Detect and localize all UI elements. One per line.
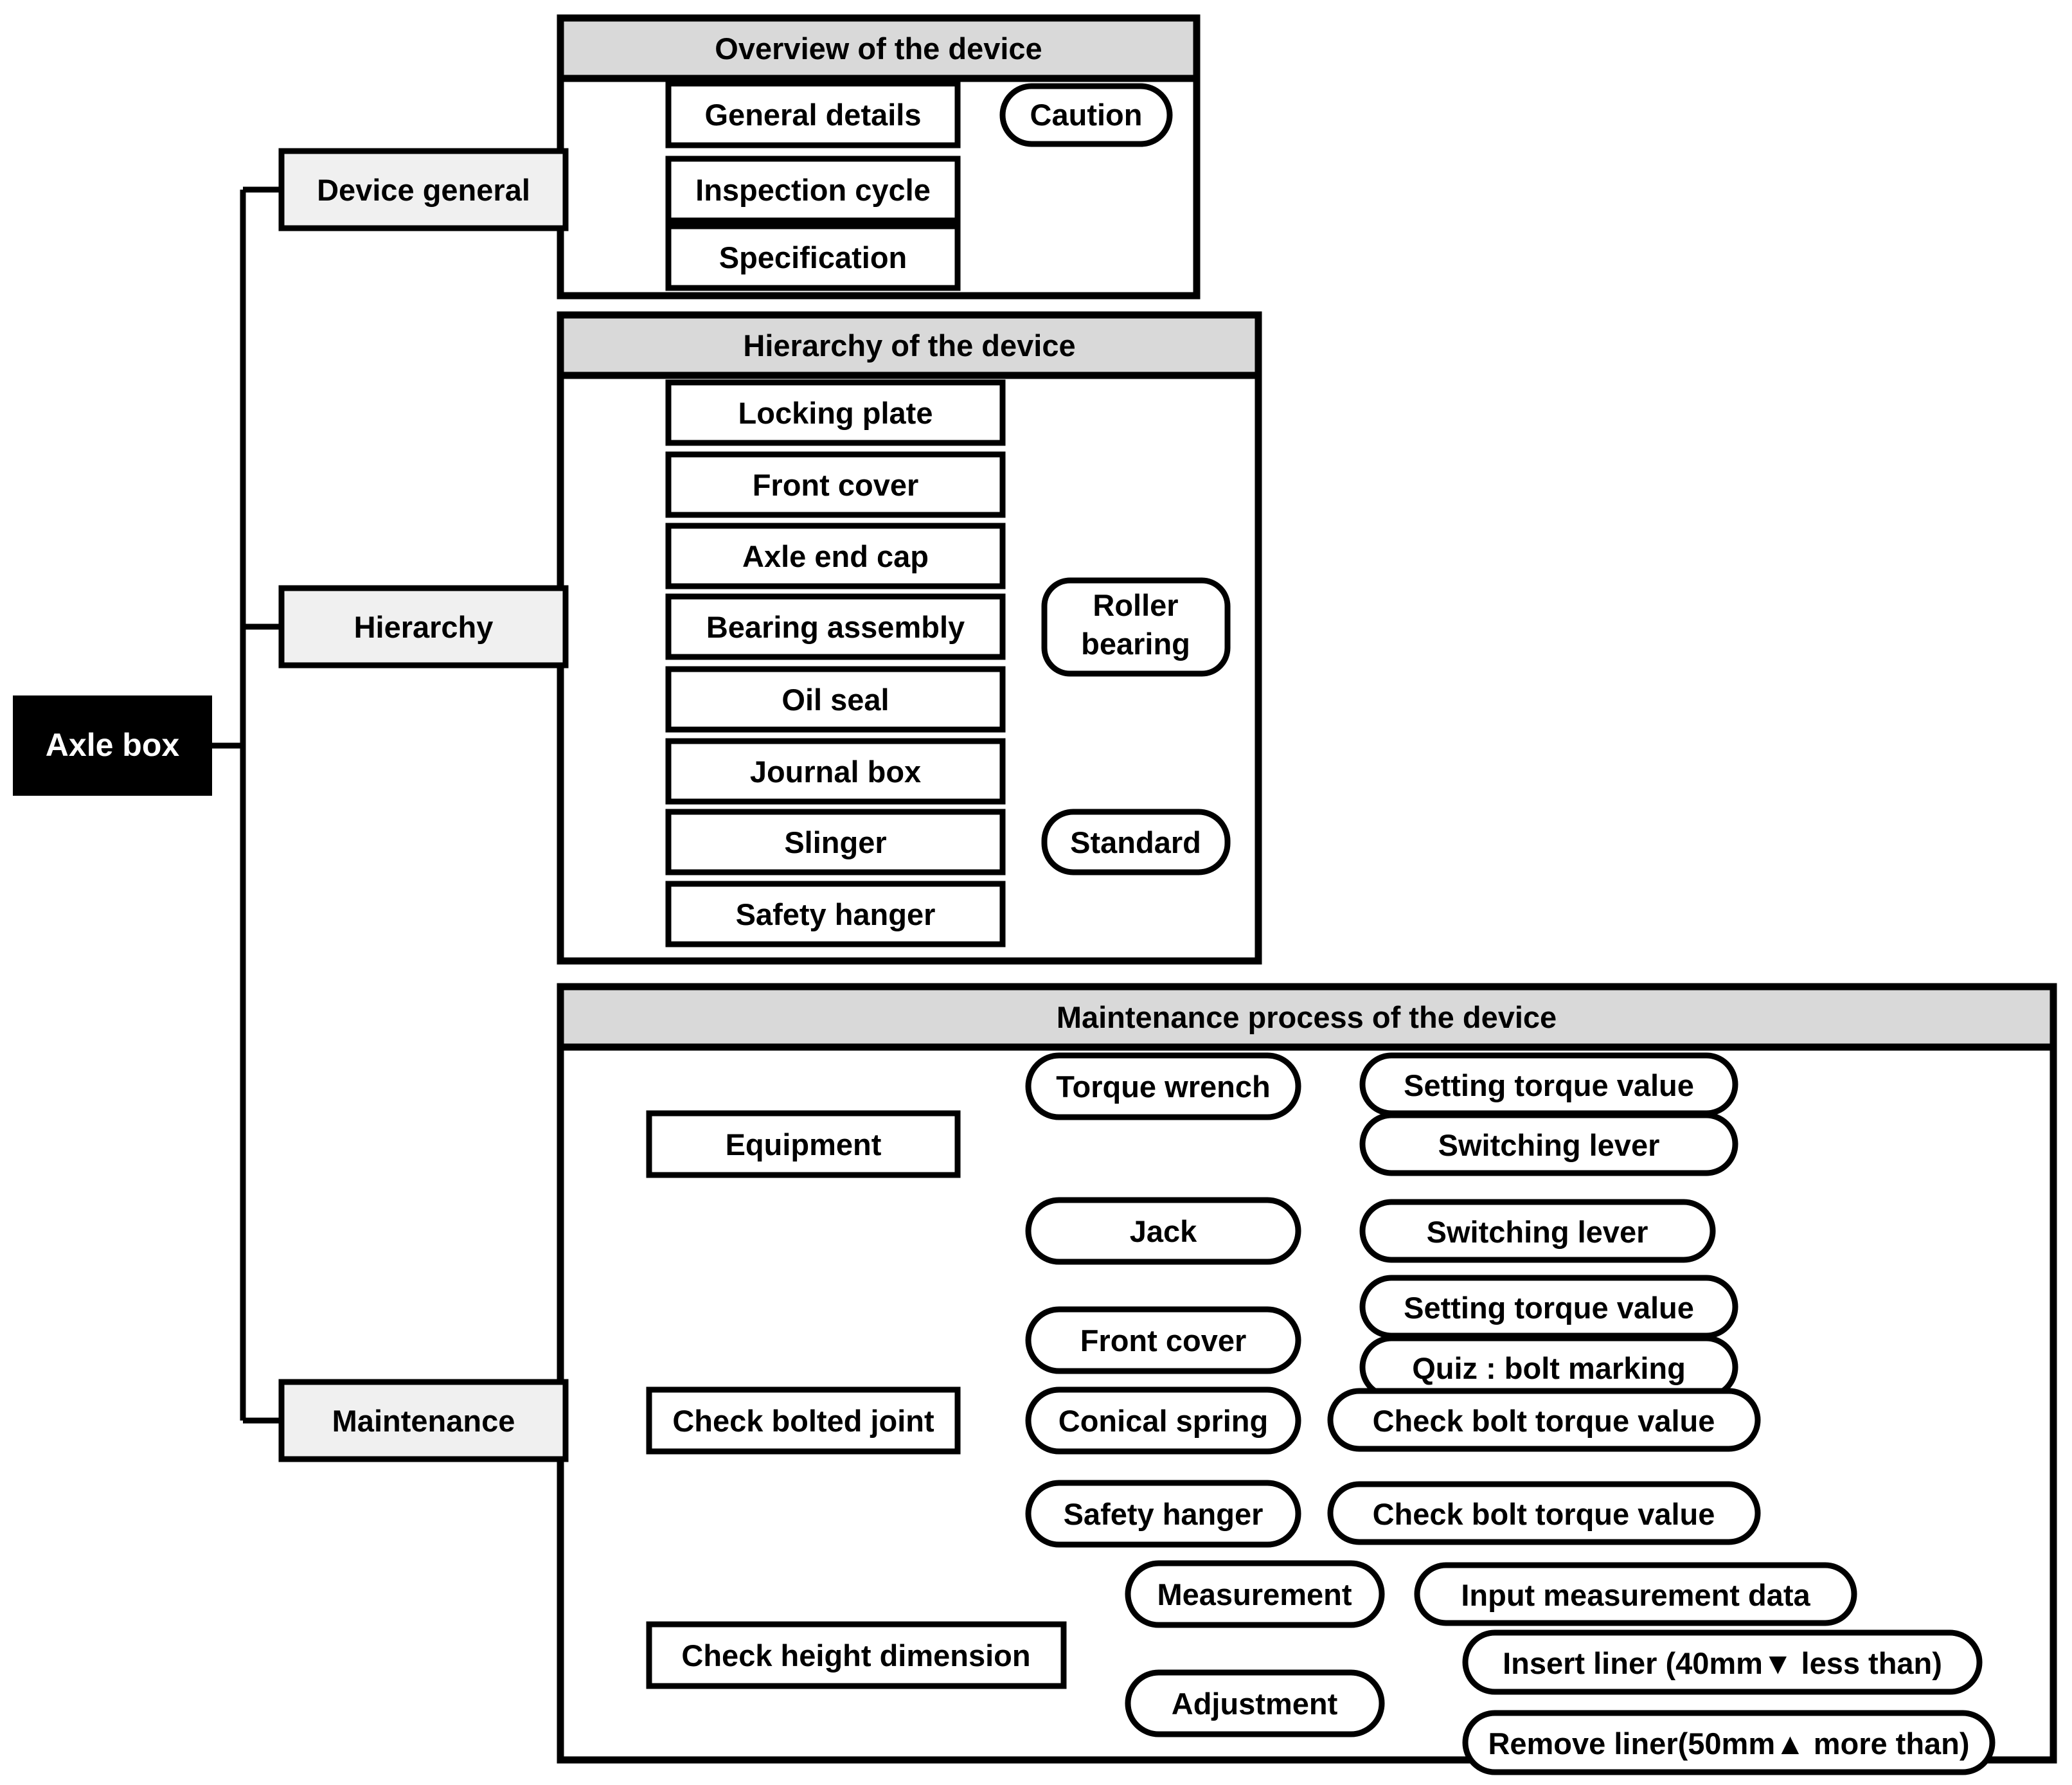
node-label-caution: Caution [1030, 98, 1143, 132]
node-maintenance[interactable]: Maintenance [278, 1379, 569, 1462]
node-equipment[interactable]: Equipment [646, 1110, 961, 1178]
panel-header-maintenance: Maintenance process of the device [1057, 1000, 1557, 1034]
node-label-safety-hanger-hierarchy: Safety hanger [736, 897, 936, 931]
node-label-check-bolt-torque-value-conical: Check bolt torque value [1373, 1404, 1715, 1438]
node-slinger[interactable]: Slinger [665, 809, 1006, 875]
node-label-insert-liner: Insert liner (40mm▼ less than) [1503, 1646, 1942, 1680]
node-front-cover-hierarchy[interactable]: Front cover [665, 451, 1006, 518]
node-label-standard: Standard [1070, 825, 1201, 859]
node-check-bolt-torque-value-conical[interactable]: Check bolt torque value [1327, 1388, 1761, 1452]
node-label-bearing-assembly: Bearing assembly [706, 610, 965, 644]
node-label-front-cover-hierarchy: Front cover [753, 468, 919, 502]
node-label-input-measurement-data: Input measurement data [1461, 1578, 1810, 1612]
node-specification[interactable]: Specification [665, 223, 961, 291]
node-front-cover-maintenance[interactable]: Front cover [1025, 1306, 1301, 1374]
node-label-roller-bearing-line2: bearing [1081, 627, 1190, 661]
node-switching-lever-jack[interactable]: Switching lever [1359, 1199, 1716, 1263]
node-label-slinger: Slinger [784, 825, 886, 859]
node-label-axle-end-cap: Axle end cap [742, 539, 929, 573]
node-label-safety-hanger-maintenance: Safety hanger [1064, 1497, 1264, 1531]
node-label-switching-lever-wrench: Switching lever [1438, 1128, 1660, 1162]
node-conical-spring[interactable]: Conical spring [1025, 1386, 1301, 1455]
node-standard[interactable]: Standard [1041, 809, 1231, 875]
node-remove-liner[interactable]: Remove liner(50mm▲ more than) [1462, 1710, 1996, 1775]
node-jack[interactable]: Jack [1025, 1197, 1301, 1265]
node-label-front-cover-maintenance: Front cover [1080, 1323, 1247, 1358]
node-check-bolted-joint[interactable]: Check bolted joint [646, 1386, 961, 1455]
node-oil-seal[interactable]: Oil seal [665, 666, 1006, 733]
node-check-bolt-torque-value-safety[interactable]: Check bolt torque value [1327, 1481, 1761, 1545]
node-label-equipment: Equipment [726, 1127, 882, 1162]
node-label-remove-liner: Remove liner(50mm▲ more than) [1488, 1727, 1969, 1761]
node-label-hierarchy: Hierarchy [354, 610, 494, 644]
node-bearing-assembly[interactable]: Bearing assembly [665, 593, 1006, 660]
node-axle-end-cap[interactable]: Axle end cap [665, 523, 1006, 589]
node-label-specification: Specification [719, 240, 907, 274]
node-label-setting-torque-value-front-cover: Setting torque value [1404, 1291, 1694, 1325]
node-device-general[interactable]: Device general [278, 148, 569, 231]
node-label-axle-box: Axle box [46, 727, 180, 763]
node-torque-wrench[interactable]: Torque wrench [1025, 1052, 1301, 1120]
node-axle-box[interactable]: Axle box [13, 695, 212, 796]
node-label-journal-box: Journal box [750, 755, 921, 789]
node-adjustment[interactable]: Adjustment [1125, 1669, 1385, 1737]
node-label-conical-spring: Conical spring [1058, 1404, 1268, 1438]
node-general-details[interactable]: General details [665, 80, 961, 148]
node-label-measurement: Measurement [1157, 1577, 1352, 1611]
node-label-jack: Jack [1130, 1214, 1197, 1248]
node-measurement[interactable]: Measurement [1125, 1560, 1385, 1628]
node-label-oil-seal: Oil seal [781, 683, 889, 717]
node-hierarchy[interactable]: Hierarchy [278, 585, 569, 668]
node-label-quiz-bolt-marking: Quiz : bolt marking [1412, 1351, 1686, 1385]
node-label-adjustment: Adjustment [1172, 1687, 1338, 1721]
node-inspection-cycle[interactable]: Inspection cycle [665, 156, 961, 224]
node-label-maintenance: Maintenance [332, 1404, 515, 1438]
node-label-setting-torque-value-wrench: Setting torque value [1404, 1068, 1694, 1102]
node-roller-bearing[interactable]: Roller bearing [1041, 577, 1231, 677]
node-check-height-dimension[interactable]: Check height dimension [646, 1621, 1067, 1689]
node-label-device-general: Device general [317, 173, 530, 207]
node-caution[interactable]: Caution [999, 83, 1173, 147]
node-safety-hanger-hierarchy[interactable]: Safety hanger [665, 881, 1006, 947]
node-setting-torque-value-front-cover[interactable]: Setting torque value [1359, 1275, 1738, 1339]
node-input-measurement-data[interactable]: Input measurement data [1414, 1562, 1857, 1626]
node-insert-liner[interactable]: Insert liner (40mm▼ less than) [1462, 1629, 1983, 1695]
node-label-check-bolt-torque-value-safety: Check bolt torque value [1373, 1497, 1715, 1531]
node-switching-lever-wrench[interactable]: Switching lever [1359, 1112, 1738, 1176]
node-label-general-details: General details [705, 98, 922, 132]
node-label-switching-lever-jack: Switching lever [1427, 1215, 1648, 1249]
node-safety-hanger-maintenance[interactable]: Safety hanger [1025, 1480, 1301, 1548]
panel-header-overview: Overview of the device [715, 31, 1042, 66]
node-label-torque-wrench: Torque wrench [1056, 1070, 1270, 1104]
panel-header-hierarchy: Hierarchy of the device [743, 328, 1075, 363]
node-label-roller-bearing-line1: Roller [1093, 588, 1178, 622]
node-locking-plate[interactable]: Locking plate [665, 379, 1006, 446]
node-setting-torque-value-wrench[interactable]: Setting torque value [1359, 1052, 1738, 1117]
node-label-locking-plate: Locking plate [738, 396, 933, 430]
node-label-check-height-dimension: Check height dimension [681, 1638, 1030, 1673]
node-label-check-bolted-joint: Check bolted joint [672, 1404, 934, 1438]
node-label-inspection-cycle: Inspection cycle [695, 173, 931, 207]
node-quiz-bolt-marking[interactable]: Quiz : bolt marking [1359, 1335, 1738, 1399]
node-journal-box[interactable]: Journal box [665, 738, 1006, 805]
